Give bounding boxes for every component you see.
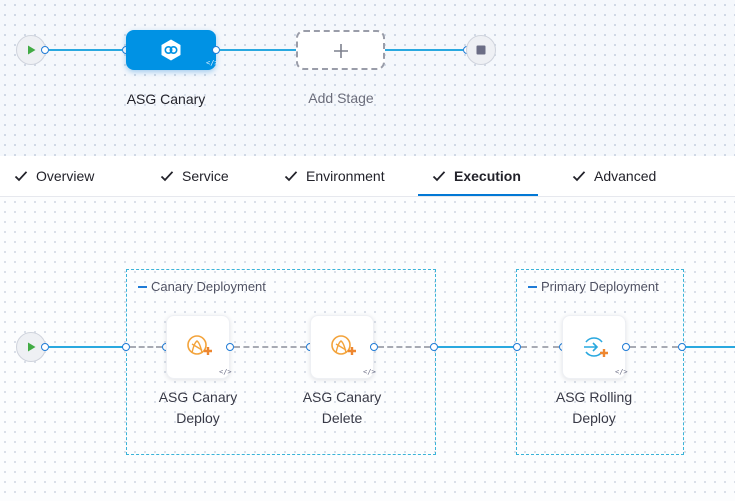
stop-icon — [476, 45, 486, 55]
collapse-icon[interactable] — [528, 285, 537, 288]
step-group-title[interactable]: Primary Deployment — [528, 279, 659, 294]
yaml-code-icon: </> — [219, 368, 232, 376]
add-stage-button[interactable] — [296, 30, 385, 70]
yaml-code-icon: </> — [206, 59, 219, 67]
active-tab-indicator — [418, 194, 538, 196]
step-label-line: ASG Rolling — [555, 389, 633, 405]
step-label-line: ASG Canary — [302, 389, 382, 405]
add-stage-label: Add Stage — [308, 90, 374, 106]
connector-line — [686, 346, 735, 348]
connector-port — [226, 343, 234, 351]
tab-label: Overview — [36, 168, 95, 184]
pipeline-end-node — [466, 35, 496, 65]
asg-rolling-deploy-icon — [584, 337, 608, 357]
group-title-text: Primary Deployment — [541, 279, 659, 294]
check-icon — [572, 170, 586, 182]
tab-label: Execution — [454, 168, 521, 184]
connector-line — [220, 49, 296, 51]
step-asg-rolling-deploy[interactable]: </> — [562, 315, 628, 379]
tab-execution[interactable]: Execution — [432, 156, 521, 196]
connector-line — [49, 346, 123, 348]
connector-port — [41, 46, 49, 54]
connector-line — [521, 346, 559, 348]
play-icon — [28, 342, 36, 352]
play-icon — [28, 45, 36, 55]
step-group-primary[interactable] — [516, 269, 684, 455]
step-label: ASG Rolling Deploy — [534, 387, 654, 429]
connector-port — [513, 343, 521, 351]
step-asg-canary-deploy[interactable]: </> — [166, 315, 232, 379]
connector-line — [234, 346, 306, 348]
step-label-line: Deploy — [176, 410, 220, 426]
step-asg-canary-delete[interactable]: </> — [310, 315, 376, 379]
step-label: ASG Canary Delete — [282, 387, 402, 429]
tab-label: Environment — [306, 168, 385, 184]
check-icon — [160, 170, 174, 182]
plus-icon — [334, 44, 348, 58]
connector-line — [630, 346, 678, 348]
connector-port — [678, 343, 686, 351]
tab-label: Advanced — [594, 168, 657, 184]
collapse-icon[interactable] — [138, 285, 147, 288]
yaml-code-icon: </> — [363, 368, 376, 376]
asg-canary-deploy-icon — [187, 335, 212, 355]
connector-port — [41, 343, 49, 351]
connector-port — [622, 343, 630, 351]
asg-stage-icon — [161, 39, 181, 61]
connector-line — [385, 49, 463, 51]
tab-advanced[interactable]: Advanced — [572, 156, 656, 196]
group-title-text: Canary Deployment — [151, 279, 266, 294]
step-label: ASG Canary Deploy — [138, 387, 258, 429]
check-icon — [432, 170, 446, 182]
connector-line — [49, 49, 122, 51]
stage-tabs: Overview Service Environment Execution A… — [0, 156, 735, 197]
tab-overview[interactable]: Overview — [14, 156, 94, 196]
step-group-canary[interactable] — [126, 269, 436, 455]
tab-service[interactable]: Service — [160, 156, 229, 196]
tab-label: Service — [182, 168, 229, 184]
step-group-title[interactable]: Canary Deployment — [138, 279, 266, 294]
asg-canary-delete-icon — [331, 335, 356, 355]
check-icon — [284, 170, 298, 182]
execution-canvas: Canary Deployment </> ASG Canary Deploy … — [0, 197, 735, 501]
step-label-line: ASG Canary — [158, 389, 238, 405]
step-label-line: Delete — [321, 410, 363, 426]
connector-line — [378, 346, 430, 348]
tab-environment[interactable]: Environment — [284, 156, 385, 196]
stage-label: ASG Canary — [126, 91, 206, 107]
connector-port — [370, 343, 378, 351]
connector-line — [130, 346, 162, 348]
step-label-line: Deploy — [572, 410, 616, 426]
pipeline-canvas: </> ASG Canary Add Stage — [0, 0, 735, 156]
connector-port — [430, 343, 438, 351]
connector-line — [438, 346, 513, 348]
check-icon — [14, 170, 28, 182]
yaml-code-icon: </> — [615, 368, 628, 376]
asg-canary-stage-node[interactable]: </> — [126, 30, 219, 70]
connector-port — [122, 343, 130, 351]
connector-port — [212, 46, 220, 54]
